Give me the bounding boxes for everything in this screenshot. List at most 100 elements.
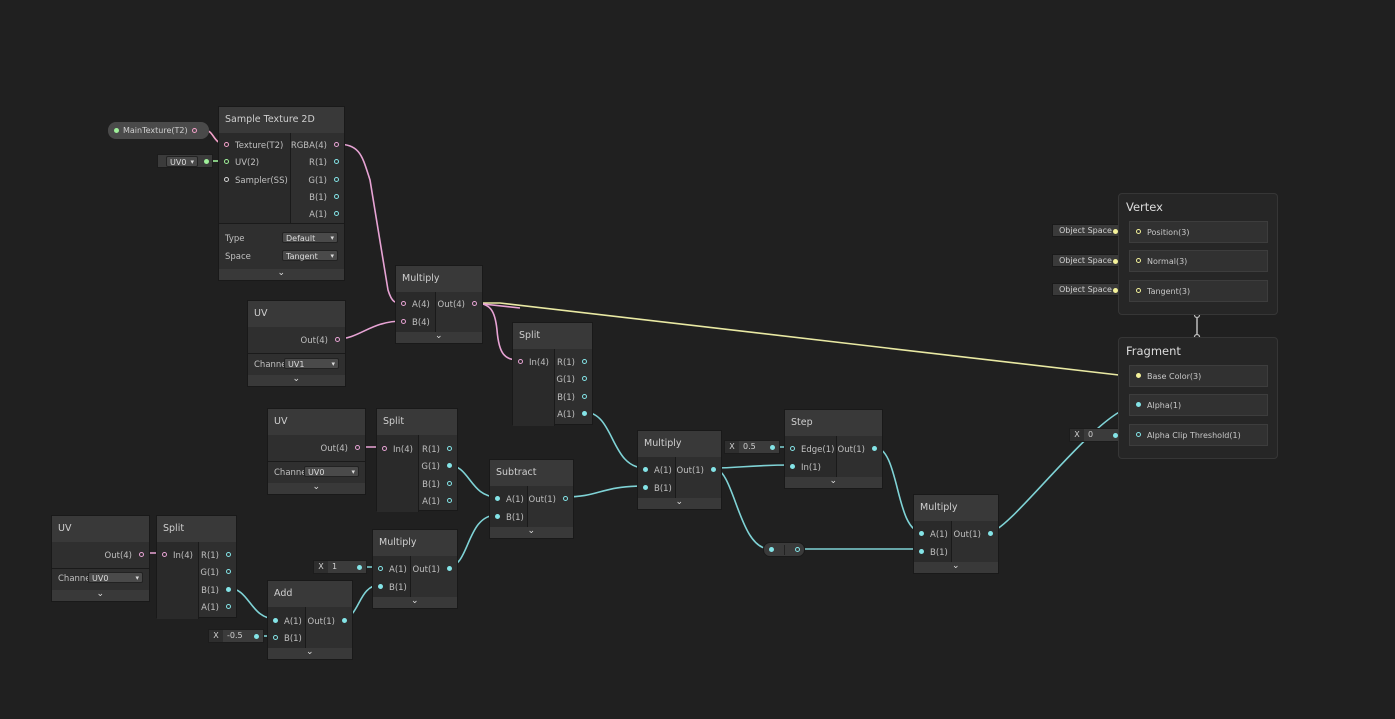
out-port[interactable] [563,496,568,501]
split-node-3[interactable]: Split In(4) R(1) G(1) B(1) A(1) [156,515,237,619]
value[interactable]: 0.5 [743,442,756,451]
uv-node-2[interactable]: UV Out(4) Channe UV0▾ ⌄ [267,408,366,495]
multiply-node-1[interactable]: Multiply A(4) B(4) Out(4) ⌄ [395,265,483,344]
b-port[interactable] [447,481,452,486]
type-dropdown[interactable]: Default▾ [282,232,338,243]
edge-input-port[interactable] [790,446,795,451]
split-node-2[interactable]: Split In(4) R(1) G(1) B(1) A(1) [376,408,458,512]
uv-output-port[interactable] [335,337,340,342]
subtract-node[interactable]: Subtract A(1) B(1) Out(1) ⌄ [489,459,574,539]
b-input-port[interactable] [378,584,383,589]
add-b-value-chip[interactable]: X-0.5 [208,629,264,643]
b-port[interactable] [226,587,231,592]
rgba-output-port[interactable] [334,142,339,147]
a-port[interactable] [447,498,452,503]
collapse-toggle[interactable]: ⌄ [268,482,365,494]
tangent-port[interactable] [1136,288,1141,293]
reroute-node[interactable] [763,542,805,557]
chip-port[interactable] [1113,288,1118,293]
b-input-port[interactable] [919,549,924,554]
chip-port[interactable] [1113,433,1118,438]
chip-port[interactable] [1113,229,1118,234]
in-input-port[interactable] [790,464,795,469]
collapse-toggle[interactable]: ⌄ [248,374,345,386]
collapse-toggle[interactable]: ⌄ [52,589,149,601]
position-block[interactable]: Position(3) [1129,221,1268,243]
alpha-block[interactable]: Alpha(1) [1129,394,1268,416]
chip-port[interactable] [770,445,775,450]
uv-output-port[interactable] [355,445,360,450]
out-port[interactable] [342,618,347,623]
collapse-toggle[interactable]: ⌄ [219,268,344,280]
alpha-clip-port[interactable] [1136,432,1141,437]
reroute-output-port[interactable] [795,547,800,552]
out-port[interactable] [988,531,993,536]
base-color-port[interactable] [1136,373,1141,378]
multiply-node-4[interactable]: Multiply A(1) B(1) Out(1) ⌄ [913,494,999,574]
normal-port[interactable] [1136,258,1141,263]
collapse-toggle[interactable]: ⌄ [638,497,721,509]
a-input-port[interactable] [919,531,924,536]
uv-node-3[interactable]: UV Out(4) Channe UV0▾ ⌄ [51,515,150,602]
r-port[interactable] [582,359,587,364]
base-color-block[interactable]: Base Color(3) [1129,365,1268,387]
g-port[interactable] [226,569,231,574]
uv0-inline-chip[interactable]: UV0▾ [157,154,213,168]
tangent-block[interactable]: Tangent(3) [1129,280,1268,302]
out-port[interactable] [872,446,877,451]
collapse-toggle[interactable]: ⌄ [490,526,573,538]
a-input-port[interactable] [273,618,278,623]
fragment-context[interactable]: Fragment Base Color(3) Alpha(1) Alpha Cl… [1118,337,1278,459]
normal-block[interactable]: Normal(3) [1129,250,1268,272]
main-texture-property-node[interactable]: MainTexture(T2) [108,122,209,139]
position-space-chip[interactable]: Object Space [1052,224,1122,237]
value[interactable]: 1 [332,562,338,571]
a-input-port[interactable] [401,301,406,306]
a-input-port[interactable] [643,467,648,472]
collapse-toggle[interactable]: ⌄ [785,476,882,488]
a-output-port[interactable] [334,211,339,216]
uv0-chip-port[interactable] [204,159,209,164]
uv-input-port[interactable] [224,159,229,164]
add-node[interactable]: Add A(1) B(1) Out(1) ⌄ [267,580,353,660]
space-dropdown[interactable]: Tangent▾ [282,250,338,261]
b-input-port[interactable] [401,319,406,324]
vertex-context[interactable]: Vertex Position(3) Normal(3) Tangent(3) [1118,193,1278,315]
texture-input-port[interactable] [224,142,229,147]
collapse-toggle[interactable]: ⌄ [914,561,998,573]
chip-port[interactable] [254,634,259,639]
a-input-port[interactable] [495,496,500,501]
in-port[interactable] [162,552,167,557]
out-port[interactable] [447,566,452,571]
b-port[interactable] [582,394,587,399]
multiply-node-3[interactable]: Multiply A(1) B(1) Out(1) ⌄ [372,529,458,609]
a-port[interactable] [582,411,587,416]
property-output-port[interactable] [192,128,197,133]
a-input-port[interactable] [378,566,383,571]
chip-port[interactable] [1113,259,1118,264]
sample-texture-2d-node[interactable]: Sample Texture 2D Texture(T2) UV(2) Samp… [218,106,345,281]
collapse-toggle[interactable]: ⌄ [268,647,352,659]
a-port[interactable] [226,604,231,609]
split-node-1[interactable]: Split In(4) R(1) G(1) B(1) A(1) [512,322,593,426]
g-port[interactable] [582,376,587,381]
b-input-port[interactable] [643,485,648,490]
out-port[interactable] [472,301,477,306]
normal-space-chip[interactable]: Object Space [1052,254,1122,267]
r-port[interactable] [226,552,231,557]
uv0-dropdown[interactable]: UV0▾ [166,156,198,167]
r-output-port[interactable] [334,159,339,164]
in-port[interactable] [518,359,523,364]
tangent-space-chip[interactable]: Object Space [1052,283,1122,296]
b-input-port[interactable] [273,635,278,640]
channel-dropdown[interactable]: UV1▾ [284,358,339,369]
uv-node-1[interactable]: UV Out(4) Channe UV1▾ ⌄ [247,300,346,387]
r-port[interactable] [447,446,452,451]
reroute-input-port[interactable] [769,547,774,552]
alpha-clip-threshold-block[interactable]: Alpha Clip Threshold(1) [1129,424,1268,446]
uv-output-port[interactable] [139,552,144,557]
position-port[interactable] [1136,229,1141,234]
